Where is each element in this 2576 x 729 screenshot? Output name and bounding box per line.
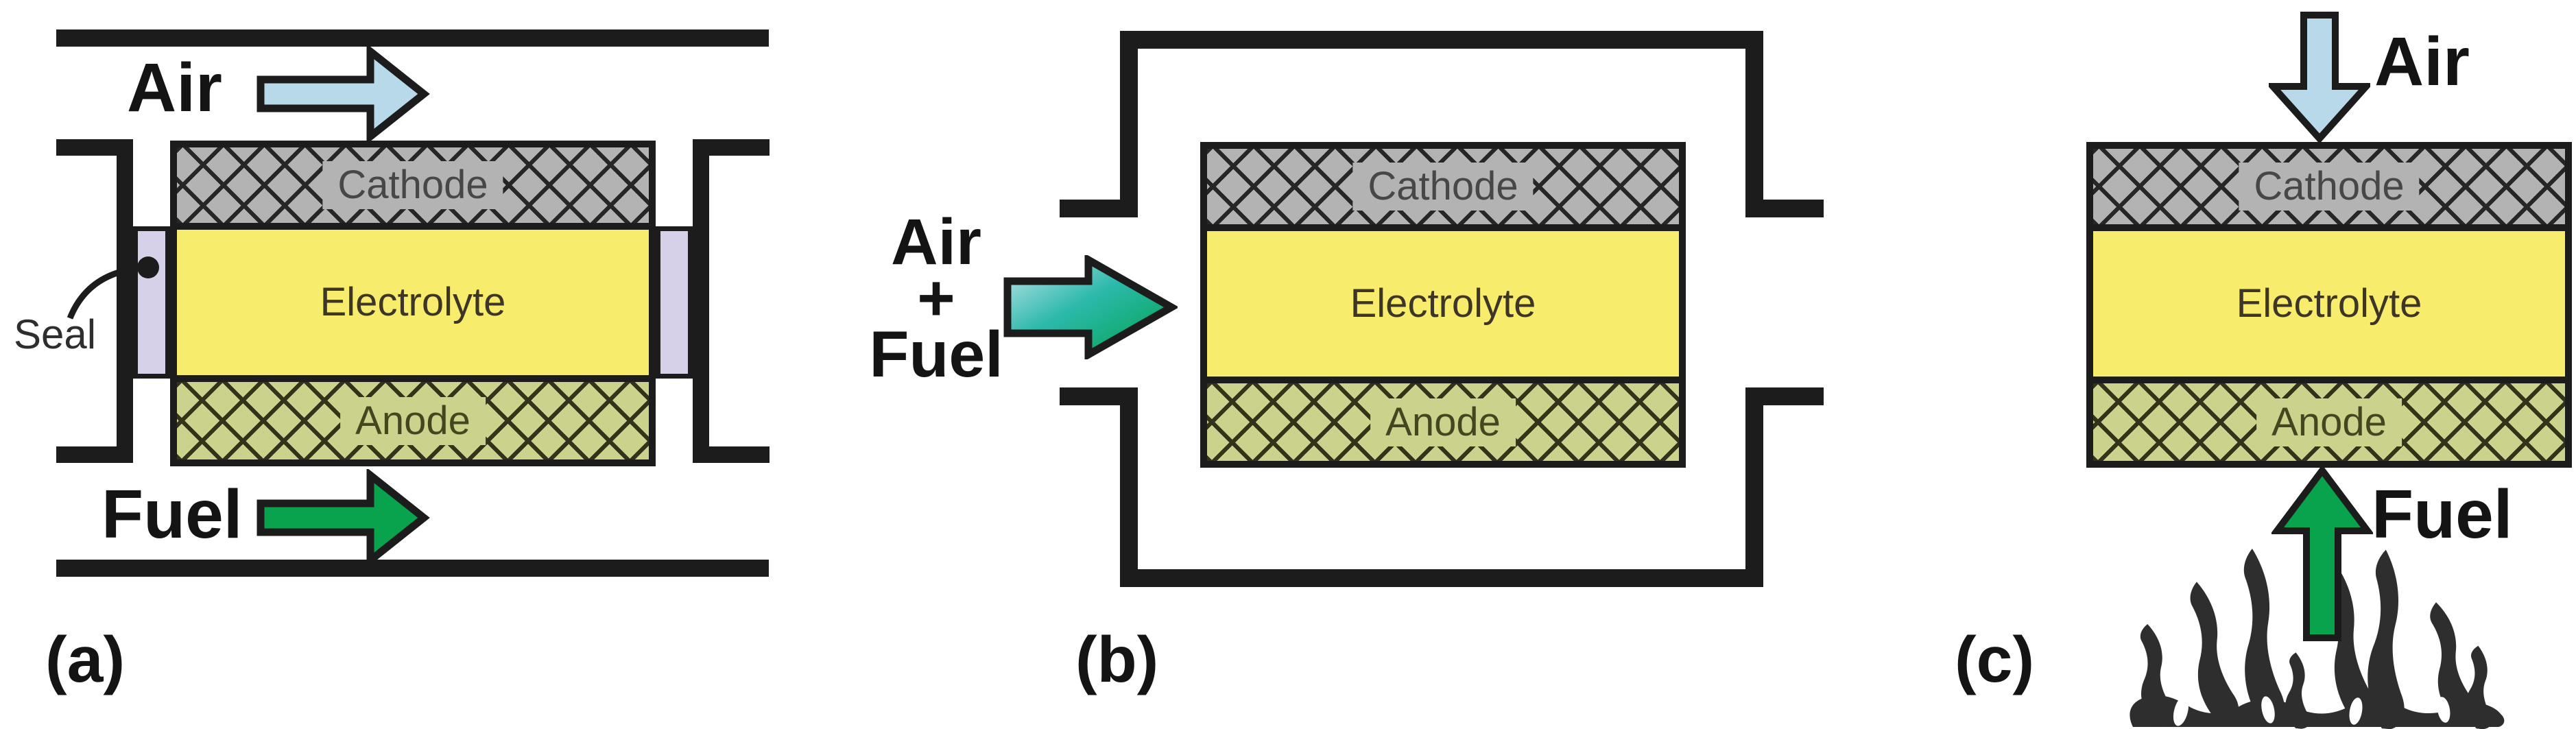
- chamber-left-inlet-lip-top: [1060, 200, 1138, 217]
- air-flow-label: Air: [2374, 23, 2470, 100]
- panel-a-tag: (a): [45, 623, 126, 696]
- air-channel-top-wall: [56, 29, 769, 47]
- fuel-channel-bottom-wall: [56, 560, 769, 577]
- cathode-label: Cathode: [1352, 163, 1534, 211]
- flames-icon: [2130, 549, 2505, 729]
- cell-stack-c: Cathode Electrolyte Anode: [2086, 142, 2572, 468]
- anode-layer: Anode: [177, 382, 649, 459]
- air-flow-label: Air: [127, 49, 222, 126]
- chamber-left-wall-upper: [1120, 31, 1138, 217]
- anode-layer: Anode: [1207, 383, 1679, 461]
- anode-label: Anode: [340, 396, 486, 445]
- seal-left: [133, 226, 170, 379]
- cathode-layer: Cathode: [2093, 149, 2565, 224]
- cathode-label: Cathode: [2239, 163, 2420, 211]
- left-bracket-bottom-stub: [56, 446, 133, 463]
- fuel-arrow-icon: [257, 469, 430, 566]
- electrolyte-label: Electrolyte: [320, 280, 506, 324]
- chamber-right-wall-lower: [1745, 387, 1763, 587]
- right-bracket-top-stub: [693, 139, 770, 156]
- air-down-arrow-icon: [2269, 12, 2370, 143]
- layer-divider: [1207, 224, 1679, 231]
- panel-c-tag: (c): [1955, 623, 2035, 696]
- cathode-layer: Cathode: [1207, 149, 1679, 224]
- chamber-bottom-wall: [1120, 569, 1763, 587]
- right-bracket-bottom-stub: [693, 446, 770, 463]
- mix-air-line: Air: [891, 206, 981, 278]
- seal-label: Seal: [14, 311, 97, 357]
- air-plus-fuel-label: Air + Fuel: [854, 210, 1018, 387]
- cathode-label: Cathode: [322, 161, 503, 209]
- air-fuel-arrow-icon: [1003, 255, 1178, 359]
- anode-label: Anode: [1370, 398, 1516, 446]
- layer-divider: [177, 223, 649, 230]
- left-bracket-top-stub: [56, 139, 133, 156]
- electrolyte-label: Electrolyte: [2236, 281, 2422, 326]
- air-arrow-icon: [257, 45, 430, 143]
- mix-plus-line: +: [917, 262, 955, 335]
- fuel-flow-label: Fuel: [102, 476, 243, 553]
- fuel-up-arrow-icon: [2271, 464, 2373, 641]
- chamber-top-wall: [1120, 31, 1763, 49]
- seal-leader-icon: [67, 256, 159, 320]
- mix-fuel-line: Fuel: [869, 318, 1003, 391]
- anode-layer: Anode: [2093, 383, 2565, 461]
- cathode-layer: Cathode: [177, 147, 649, 223]
- cell-stack-a: Cathode Electrolyte Anode: [170, 141, 656, 466]
- layer-divider: [2093, 224, 2565, 231]
- layer-divider: [177, 375, 649, 382]
- chamber-left-wall-lower: [1120, 387, 1138, 587]
- seal-right: [656, 226, 693, 379]
- right-bracket-vertical: [693, 139, 709, 463]
- electrolyte-label: Electrolyte: [1350, 281, 1536, 326]
- left-bracket-vertical: [117, 139, 133, 463]
- electrolyte-layer: Electrolyte: [1207, 231, 1679, 377]
- cell-stack-b: Cathode Electrolyte Anode: [1200, 142, 1686, 468]
- electrolyte-layer: Electrolyte: [177, 230, 649, 375]
- anode-label: Anode: [2256, 398, 2402, 446]
- electrolyte-layer: Electrolyte: [2093, 231, 2565, 377]
- chamber-right-wall-upper: [1745, 31, 1763, 217]
- layer-divider: [1207, 377, 1679, 383]
- layer-divider: [2093, 377, 2565, 383]
- fuel-flow-label: Fuel: [2372, 476, 2513, 553]
- panel-b-tag: (b): [1075, 623, 1159, 696]
- chamber-right-outlet-lip-top: [1745, 200, 1824, 217]
